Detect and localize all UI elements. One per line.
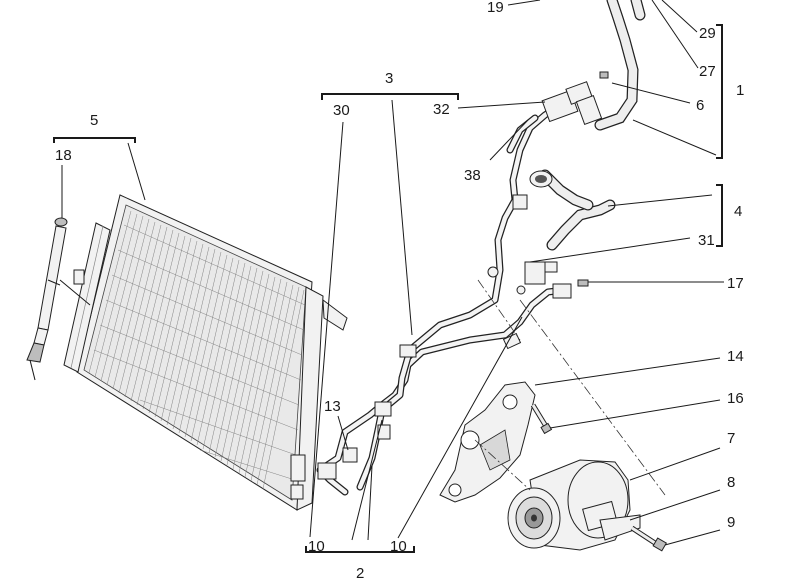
receiver-drier [26,217,111,373]
callout-labels: 19 29 27 1 3 30 32 6 5 18 38 4 31 17 14 … [55,0,744,582]
callout-31: 31 [698,232,715,249]
callout-14: 14 [727,348,744,365]
callout-18: 18 [55,147,72,164]
guide-lines [474,279,666,496]
callout-17: 17 [727,275,744,292]
callout-2: 2 [356,565,364,582]
callout-10-right: 10 [390,538,407,555]
callout-8: 8 [727,474,735,491]
callout-16: 16 [727,390,744,407]
compressor-bracket [439,381,536,503]
callout-13: 13 [324,398,341,415]
callout-1: 1 [736,82,744,99]
callout-32: 32 [433,101,450,118]
bracket-1 [716,24,723,159]
bracket-2 [305,546,415,553]
bracket-3 [321,93,459,100]
compressor [507,459,668,552]
callout-19: 19 [487,0,504,16]
leader-lines [29,0,724,546]
callout-10-left: 10 [308,538,325,555]
pipe-assembly [316,0,646,496]
callout-27: 27 [699,63,716,80]
callout-4: 4 [734,203,742,220]
bracket-4 [716,184,723,247]
callout-7: 7 [727,430,735,447]
callout-29: 29 [699,25,716,42]
callout-9: 9 [727,514,735,531]
callout-6: 6 [696,97,704,114]
callout-3: 3 [385,70,393,87]
brackets [53,24,723,553]
bracket-5 [53,137,136,143]
condenser [76,194,348,511]
callout-30: 30 [333,102,350,119]
callout-38: 38 [464,167,481,184]
callout-5: 5 [90,112,98,129]
bolt-16 [530,403,553,435]
